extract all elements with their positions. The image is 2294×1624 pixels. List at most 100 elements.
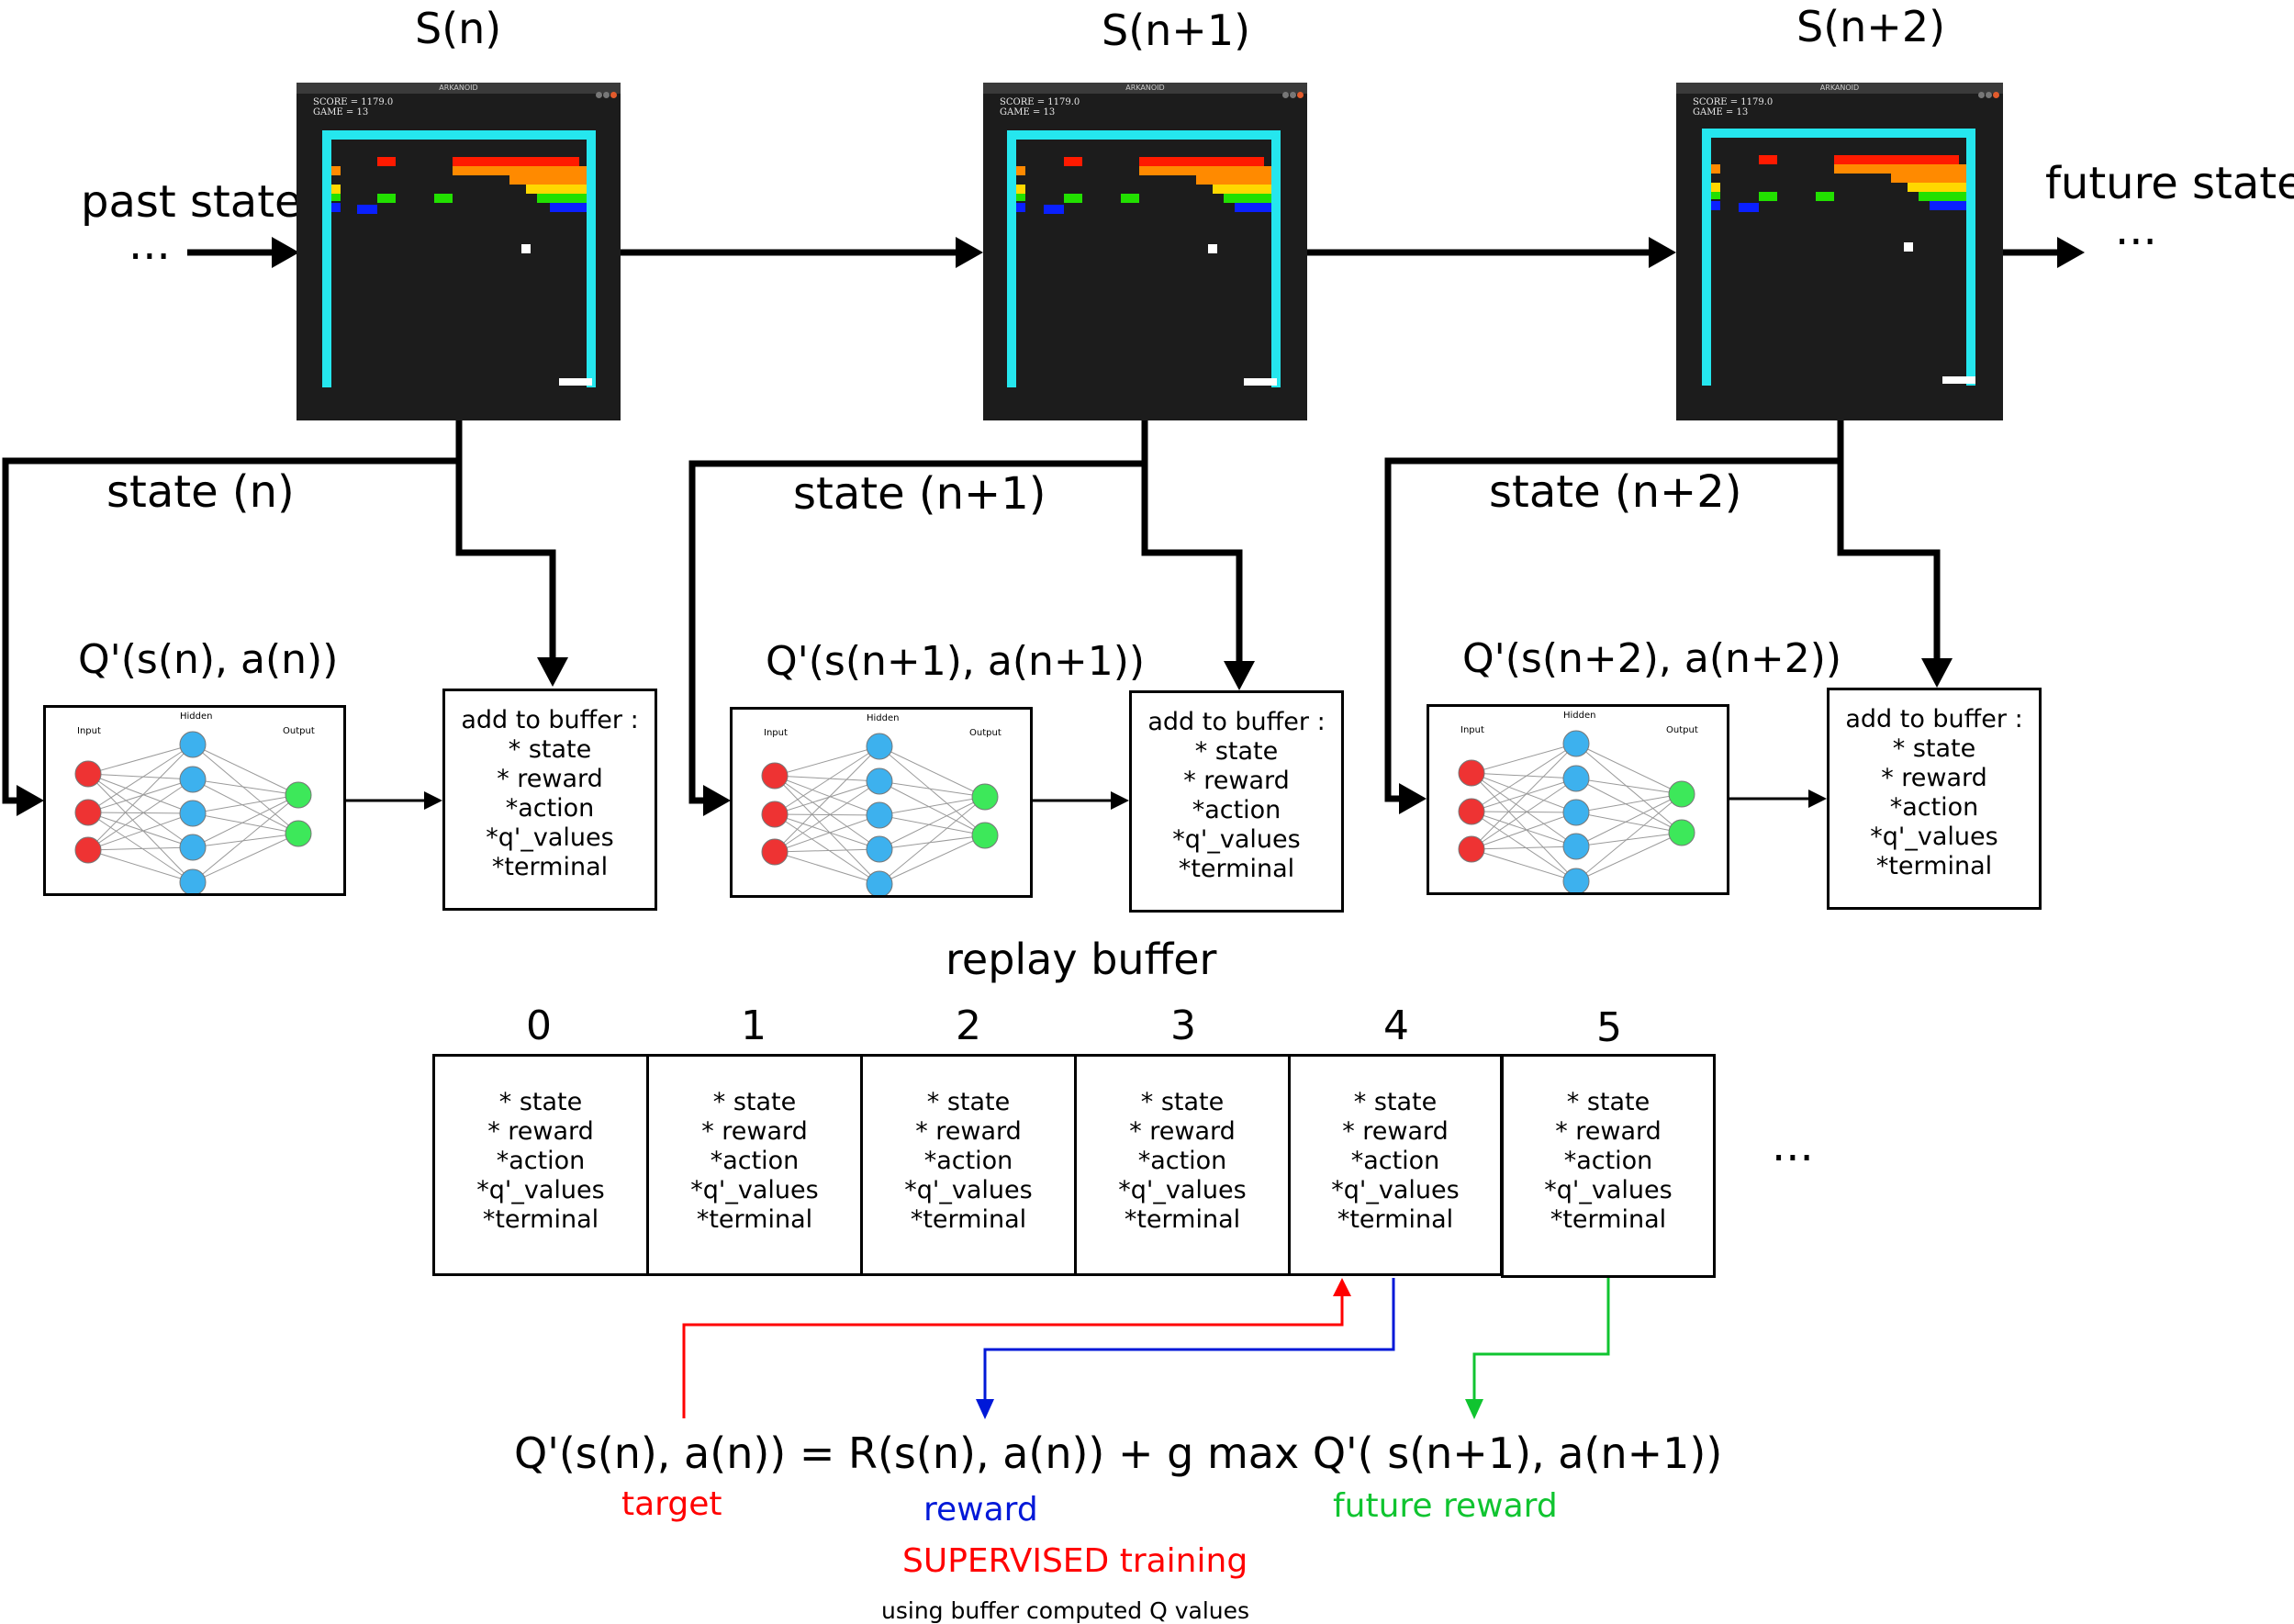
buffer-item-terminal: *terminal: [1337, 1205, 1454, 1234]
input-node: [761, 762, 789, 790]
buffer-item-q-values: *q'_values: [1172, 825, 1301, 854]
network-edge: [1575, 778, 1683, 834]
buffer-item-reward: * reward: [1555, 1117, 1662, 1146]
brick: [1196, 175, 1271, 185]
timeline-arrows: [187, 237, 2085, 268]
network-edge: [774, 775, 880, 850]
brick: [1759, 155, 1777, 164]
network-edge: [1575, 743, 1683, 834]
add-to-buffer-title: add to buffer :: [461, 706, 639, 734]
window-buttons-icon: [1977, 84, 1999, 98]
network-edge: [87, 773, 194, 780]
wall-left: [322, 130, 331, 387]
game-window-title: ARKANOID: [1676, 83, 2003, 94]
hidden-node: [179, 766, 207, 793]
output-node: [285, 781, 312, 809]
state-branch-connectors: [2, 420, 1953, 816]
network-edge: [87, 773, 194, 848]
network-edge: [87, 773, 194, 814]
buffer-item-q-values: *q'_values: [904, 1176, 1033, 1204]
game-window-title: ARKANOID: [983, 83, 1307, 94]
network-edge: [1471, 743, 1577, 774]
network-input-label: Input: [764, 728, 788, 738]
q-label-n: Q'(s(n), a(n)): [78, 636, 339, 683]
replay-cell-5: * state * reward *action *q'_values *ter…: [1501, 1054, 1716, 1278]
network-edge: [87, 849, 194, 883]
future-state-label: future state: [2045, 158, 2294, 209]
game-window-title: ARKANOID: [297, 83, 621, 94]
network-edge: [192, 794, 299, 848]
network-edge: [1471, 772, 1577, 813]
network-edge: [192, 778, 299, 834]
input-node: [74, 836, 102, 864]
network-edge: [774, 780, 880, 815]
network-output-label: Output: [283, 726, 315, 736]
replay-cell-4: * state * reward *action *q'_values *ter…: [1288, 1054, 1503, 1276]
buffer-item-action: *action: [1192, 796, 1281, 824]
network-edge: [1471, 778, 1577, 850]
network-edge: [878, 745, 986, 798]
game-score: SCORE = 1179.0: [1000, 97, 1080, 107]
network-graph: [761, 733, 999, 895]
buffer-item-terminal: *terminal: [491, 853, 609, 881]
network-edge: [774, 814, 880, 853]
hidden-node: [866, 835, 893, 863]
buffer-item-action: *action: [505, 794, 595, 823]
game-score: SCORE = 1179.0: [313, 97, 394, 107]
network-edge: [1471, 846, 1577, 850]
buffer-item-reward: * reward: [1881, 764, 1987, 792]
network-edge: [878, 796, 986, 885]
network-edge: [1471, 772, 1577, 779]
brick: [526, 185, 587, 194]
wall-right: [1966, 129, 1975, 386]
network-edge: [1471, 811, 1577, 847]
brick: [1016, 194, 1025, 201]
paddle: [1244, 378, 1277, 386]
bellman-equation: Q'(s(n), a(n)) = R(s(n), a(n)) + g max Q…: [514, 1428, 1723, 1478]
hidden-node: [866, 870, 893, 895]
brick: [509, 175, 587, 185]
brick: [453, 166, 587, 175]
buffer-item-state: * state: [1566, 1088, 1651, 1116]
add-to-buffer-title: add to buffer :: [1845, 705, 2023, 734]
game-score: SCORE = 1179.0: [1693, 97, 1774, 107]
network-edge: [878, 780, 986, 798]
buffer-item-state: * state: [1892, 734, 1976, 763]
network-edge: [1575, 793, 1683, 882]
network-edge: [878, 745, 986, 836]
game-number: GAME = 13: [313, 107, 369, 118]
replay-index-0: 0: [526, 1002, 552, 1049]
network-edge: [87, 744, 194, 813]
paddle: [559, 378, 592, 386]
output-node: [1668, 819, 1695, 846]
wall-left: [1702, 129, 1711, 386]
hidden-node: [1562, 730, 1590, 757]
network-edge: [87, 846, 194, 851]
brick: [1016, 166, 1025, 175]
buffer-item-terminal: *terminal: [482, 1205, 599, 1234]
network-edge: [1575, 793, 1683, 813]
brick: [1224, 194, 1271, 203]
output-node: [971, 822, 999, 849]
network-edge: [87, 773, 194, 883]
network-edge: [1471, 811, 1577, 882]
buffer-item-state: * state: [508, 735, 592, 764]
buffer-item-q-values: *q'_values: [486, 823, 614, 852]
network-edge: [87, 812, 194, 883]
buffer-item-state: * state: [1140, 1088, 1225, 1116]
buffer-item-q-values: *q'_values: [690, 1176, 819, 1204]
buffer-item-terminal: *terminal: [910, 1205, 1027, 1234]
brick: [357, 205, 377, 214]
state-label-n1: state (n+1): [793, 468, 1046, 520]
paddle: [1942, 376, 1975, 384]
network-edge: [774, 813, 880, 816]
buffer-item-q-values: *q'_values: [476, 1176, 605, 1204]
network-edge: [87, 778, 194, 851]
buffer-item-q-values: *q'_values: [1118, 1176, 1247, 1204]
state-title-n2: S(n+2): [1796, 2, 1946, 51]
brick: [1044, 205, 1064, 214]
network-edge: [87, 812, 194, 848]
